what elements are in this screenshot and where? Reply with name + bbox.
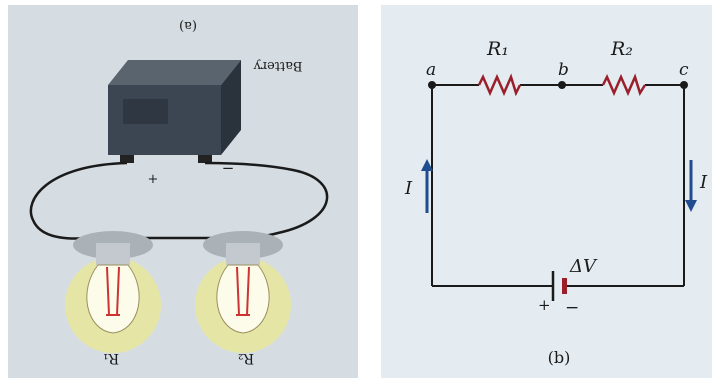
battery-plus-terminal: + (148, 172, 159, 187)
resistor-r2-icon (601, 73, 647, 97)
resistor-r2-label: R₂ (610, 38, 633, 60)
battery-label: Battery (253, 58, 303, 73)
node-c-dot (680, 81, 688, 89)
circuit-wires (431, 84, 685, 287)
current-arrow-up-icon (421, 159, 433, 213)
bulb-r2-icon (195, 231, 291, 353)
connecting-wire (29, 161, 329, 240)
delta-v-label: ΔV (569, 256, 598, 277)
bulb-r1-label: R₁ (103, 350, 119, 366)
resistor-r1-label: R₁ (486, 38, 509, 60)
battery-icon (108, 60, 241, 163)
bulb-r1-icon (65, 231, 161, 353)
node-c-label: c (679, 60, 689, 80)
battery-symbol-icon (551, 271, 567, 301)
node-a-dot (428, 81, 436, 89)
node-a-label: a (426, 60, 436, 80)
bulb-r2-label: R₂ (238, 350, 254, 366)
battery-minus-terminal: − (222, 159, 235, 177)
current-label-left: I (404, 178, 413, 199)
battery-minus-sign: − (565, 298, 579, 318)
current-arrow-down-icon (685, 160, 697, 212)
panel-a-pictorial-circuit: (a) Battery + − R₁ (8, 5, 358, 378)
current-label-right: I (699, 172, 708, 193)
resistor-r1-icon (477, 73, 522, 97)
node-b-dot (558, 81, 566, 89)
caption-a: (a) (179, 18, 197, 33)
caption-b: (b) (548, 348, 571, 367)
node-b-label: b (558, 60, 569, 80)
battery-plus-sign: + (538, 296, 551, 314)
panel-b-schematic-circuit: a b c R₁ R₂ I I ΔV + − (b) (381, 5, 712, 378)
